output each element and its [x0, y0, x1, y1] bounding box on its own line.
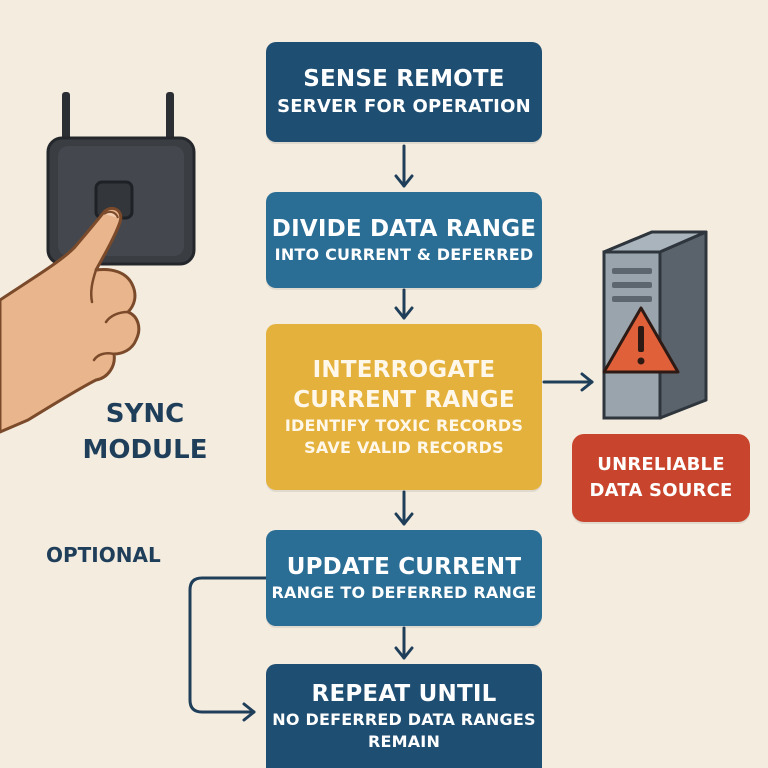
sync-label-line1: SYNC: [105, 399, 185, 429]
step3-line1: INTERROGATE: [312, 357, 496, 383]
step-divide-data-range: DIVIDE DATA RANGE INTO CURRENT & DEFERRE…: [266, 192, 542, 288]
step2-line2: INTO CURRENT & DEFERRED: [274, 245, 534, 264]
step3-line3: IDENTIFY TOXIC RECORDS: [284, 416, 524, 435]
optional-loop-arrow: [188, 576, 268, 714]
unreliable-line2: DATA SOURCE: [589, 480, 733, 501]
step1-line2: SERVER FOR OPERATION: [277, 96, 531, 117]
arrowhead-step4: [394, 512, 414, 526]
step4-line2: RANGE TO DEFERRED RANGE: [271, 583, 537, 602]
arrowhead-server: [580, 372, 594, 392]
step4-line1: UPDATE CURRENT: [286, 554, 522, 580]
sync-label-line2: MODULE: [82, 435, 208, 465]
step3-line2: CURRENT RANGE: [293, 387, 515, 413]
optional-label: OPTIONAL: [46, 543, 161, 567]
step3-line4: SAVE VALID RECORDS: [304, 438, 504, 457]
pointing-hand-icon: [0, 206, 141, 434]
step2-line1: DIVIDE DATA RANGE: [271, 216, 537, 242]
sync-module-label: SYNC MODULE: [60, 396, 230, 468]
unreliable-line1: UNRELIABLE: [597, 454, 725, 475]
step-interrogate-current-range: INTERROGATE CURRENT RANGE IDENTIFY TOXIC…: [266, 324, 542, 490]
step5-line1: REPEAT UNTIL: [311, 681, 497, 707]
sync-module-illustration: [0, 92, 196, 434]
unreliable-data-source-badge: UNRELIABLE DATA SOURCE: [572, 434, 750, 522]
step-sense-remote-server: SENSE REMOTE SERVER FOR OPERATION: [266, 42, 542, 142]
arrowhead-step2: [394, 174, 414, 188]
step1-line1: SENSE REMOTE: [303, 66, 505, 92]
step-update-current-range: UPDATE CURRENT RANGE TO DEFERRED RANGE: [266, 530, 542, 626]
arrowhead-loop: [242, 702, 256, 722]
step5-line3: REMAIN: [367, 732, 441, 751]
arrowhead-step5: [394, 646, 414, 660]
server-tower-icon: [602, 230, 708, 420]
step5-line2: NO DEFERRED DATA RANGES: [272, 710, 536, 729]
arrowhead-step3: [394, 306, 414, 320]
warning-triangle-icon: [602, 306, 680, 374]
step-repeat-until: REPEAT UNTIL NO DEFERRED DATA RANGES REM…: [266, 664, 542, 768]
